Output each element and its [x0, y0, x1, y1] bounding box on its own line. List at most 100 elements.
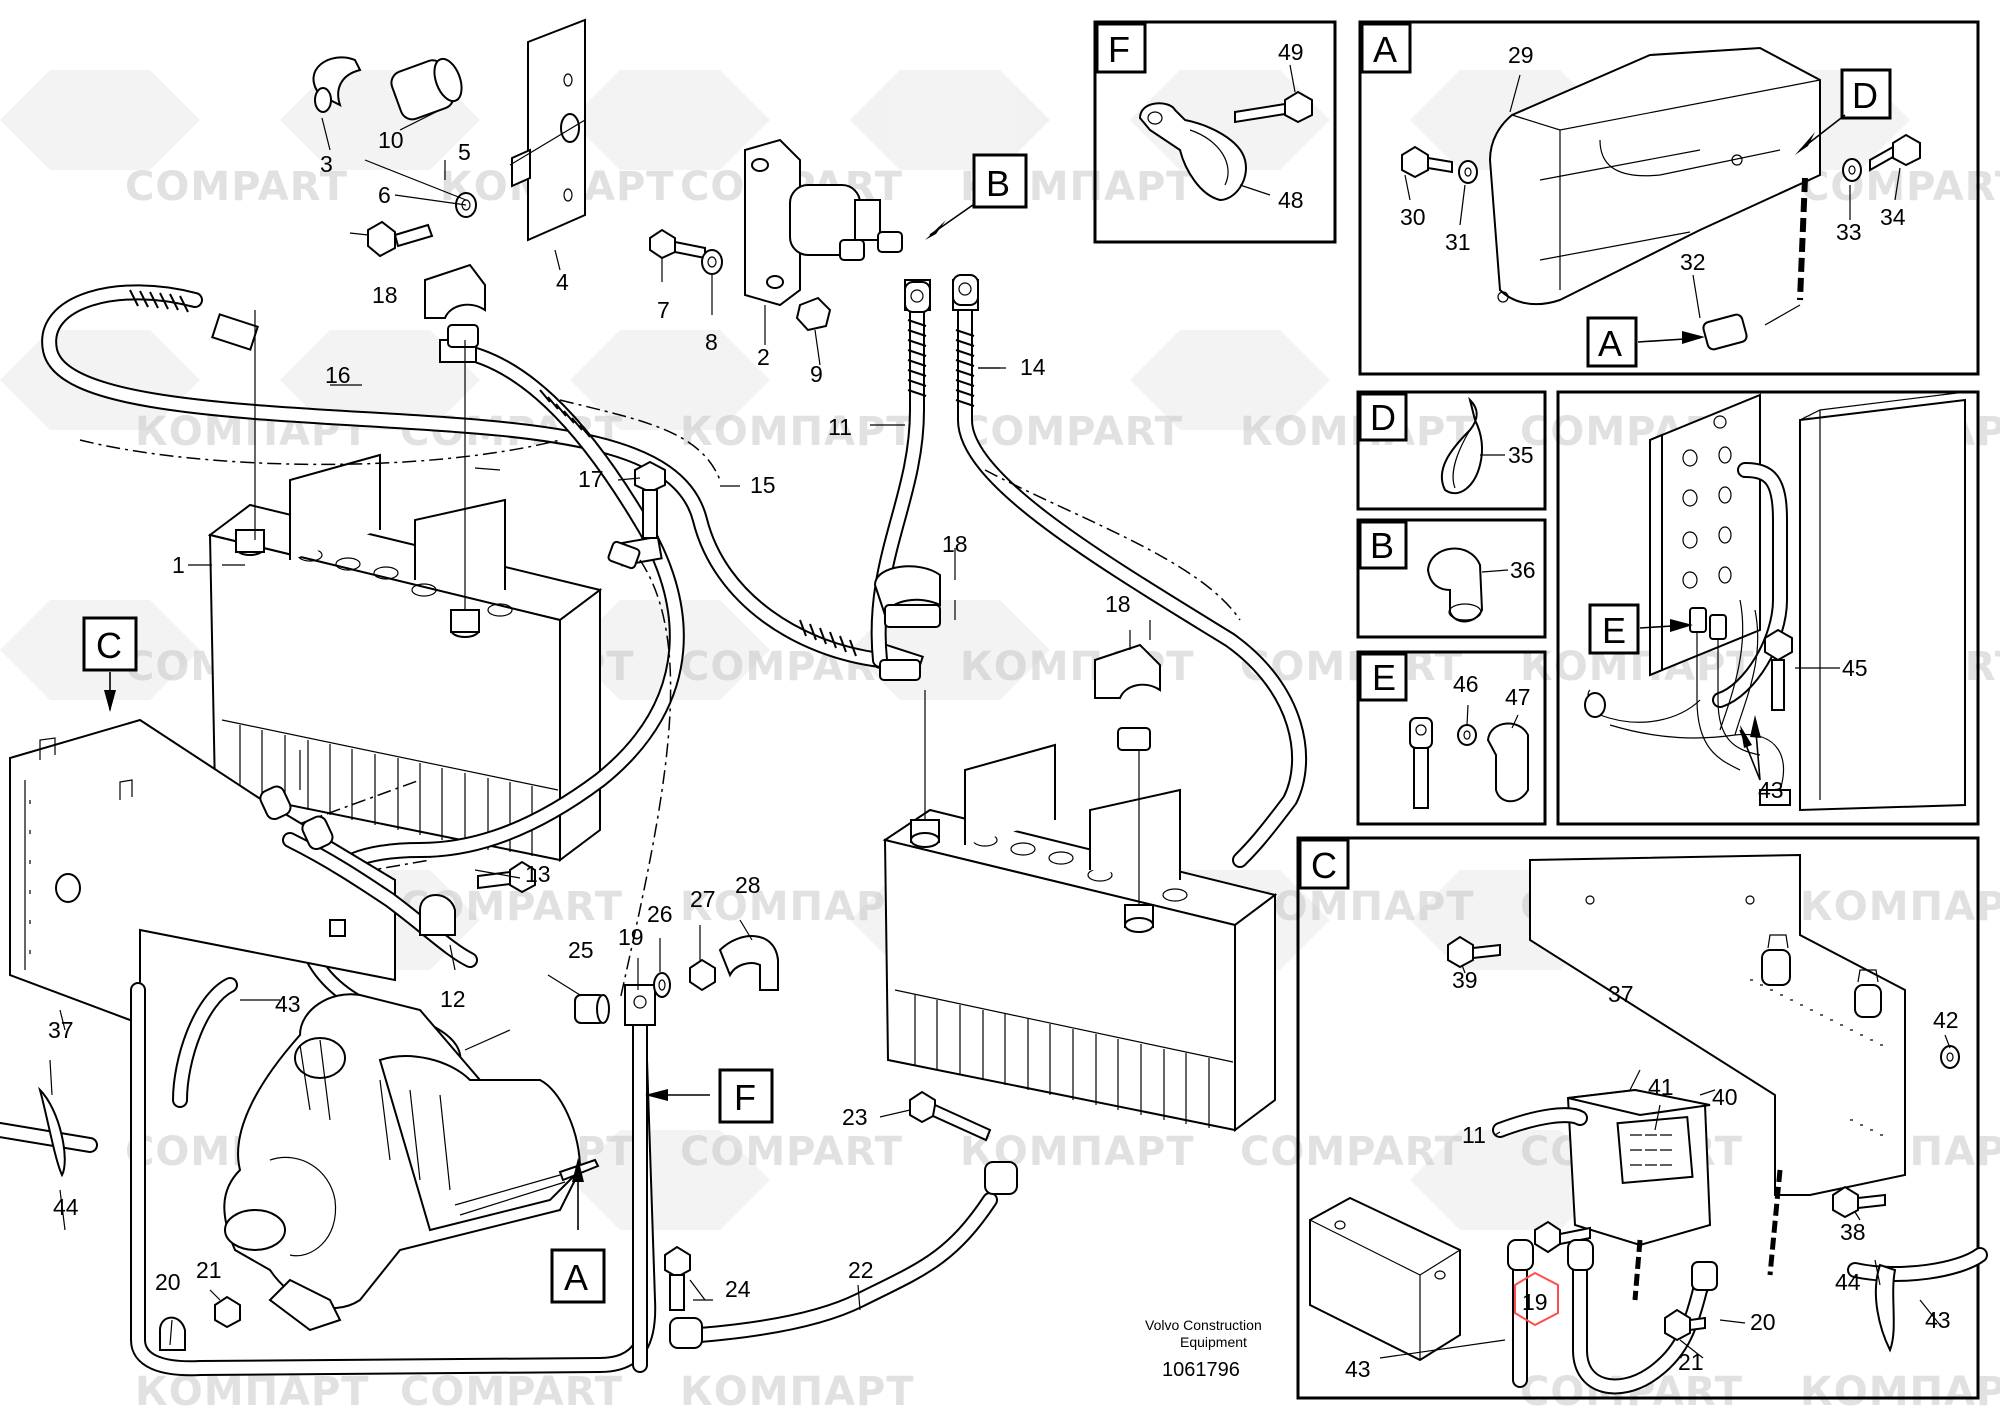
detail-panel-e-callout: E: [1602, 610, 1626, 651]
part-number-16: 16: [325, 362, 351, 388]
washer-8: [701, 249, 723, 275]
detail-e-label-box: [1358, 652, 1408, 702]
part-number-24: 24: [725, 1276, 751, 1302]
detail-c-part-40: 40: [1712, 1084, 1738, 1110]
routing-line: [559, 399, 721, 481]
terminal-clamp-18c: [1094, 643, 1161, 699]
bolt-21: [214, 1295, 241, 1329]
detail-panel-part-45: 45: [1842, 655, 1868, 681]
part-number-20: 20: [155, 1269, 181, 1295]
detail-c-label-box: [1298, 838, 1350, 890]
detail-c-part-44: 44: [1835, 1269, 1861, 1295]
bolt-23: [909, 1090, 992, 1142]
part-number-13: 13: [525, 861, 551, 887]
part-number-14: 14: [1020, 354, 1046, 380]
detail-a-d-callout: D: [1852, 75, 1878, 116]
detail-box-f: F 49 48: [1093, 20, 1337, 244]
terminal-clamp-18a: [424, 263, 486, 319]
detail-f-label-box: [1095, 22, 1147, 74]
bolt-7: [649, 228, 706, 260]
part-number-10: 10: [378, 127, 404, 153]
bracket-plate-4: [511, 18, 586, 242]
detail-f-frame: [1093, 20, 1337, 244]
detail-e-frame: [1356, 650, 1547, 826]
watermark-text: COMPART: [960, 409, 1183, 455]
detail-panel-e-callout-box: [1588, 603, 1640, 655]
detail-c-part-19: 19: [1522, 1289, 1548, 1315]
part-number-9: 9: [810, 361, 823, 387]
part-number-6: 6: [378, 182, 391, 208]
tag-box-c: [82, 616, 138, 672]
part-number-3: 3: [320, 151, 333, 177]
detail-e-label: E: [1372, 657, 1396, 698]
detail-box-relay-panel: E 45 43: [1556, 390, 1980, 826]
part-number-27: 27: [690, 886, 716, 912]
nut-9: [795, 296, 832, 332]
detail-a-d-callout-box: [1840, 68, 1892, 120]
detail-c-part-41: 41: [1648, 1074, 1674, 1100]
part-number-22: 22: [848, 1257, 874, 1283]
part-number-5: 5: [458, 139, 471, 165]
part-number-11: 11: [828, 414, 852, 440]
part-number-4: 4: [556, 269, 569, 295]
watermark-text: COMPART: [1240, 1129, 1463, 1175]
detail-a-label: A: [1373, 29, 1397, 70]
ground-cable-22: [669, 1161, 1018, 1349]
detail-e-part-46: 46: [1453, 671, 1479, 697]
detail-panel-frame: [1556, 390, 1980, 826]
part-number-2: 2: [757, 344, 770, 370]
starter-motor: [223, 993, 600, 1332]
watermark-text: КОМПАРТ: [1800, 1369, 2000, 1412]
watermark-text: КОМПАРТ: [680, 884, 915, 930]
detail-a-part-34: 34: [1880, 204, 1906, 230]
caption-drawing-number: 1061796: [1162, 1359, 1240, 1381]
part-number-15: 15: [750, 472, 776, 498]
part-number-28: 28: [735, 872, 761, 898]
bolt-24: [664, 1245, 691, 1311]
part-number-23: 23: [842, 1104, 868, 1130]
bolt-6: [367, 220, 434, 258]
detail-b-label: B: [1370, 525, 1394, 566]
detail-c-part-20: 20: [1750, 1309, 1776, 1335]
part-number-18-middle: 18: [942, 531, 968, 557]
detail-e-part-47: 47: [1505, 684, 1531, 710]
battery-right: [882, 743, 1278, 1132]
detail-c-part-38: 38: [1840, 1219, 1866, 1245]
detail-b-frame: [1356, 518, 1547, 639]
bolt-13: [477, 860, 536, 894]
part-number-18-top: 18: [372, 282, 398, 308]
lug-terminal-14: [952, 274, 979, 306]
detail-c-frame: [1296, 836, 1980, 1400]
detail-box-d: D 35: [1356, 390, 1547, 511]
main-exploded-view: B C F A 3 10 5 6 4 7 8 2 9 18 14 16 11 1…: [0, 18, 1308, 1381]
watermark-text: COMPART: [680, 1129, 903, 1175]
detail-d-frame: [1356, 390, 1547, 511]
part-number-19: 19: [618, 924, 644, 950]
detail-c-part-42: 42: [1933, 1007, 1959, 1033]
nut-27: [689, 958, 716, 992]
detail-box-a: A D A 29 30 31 32 33: [1358, 20, 1980, 376]
boot-10: [390, 57, 463, 121]
part-number-7: 7: [657, 297, 670, 323]
terminal-clamp-18b: [873, 565, 941, 628]
cable-43-branch-inner: [174, 979, 236, 1106]
watermark-text: COMPART: [125, 164, 348, 210]
tag-c-main: C: [96, 625, 122, 666]
detail-d-part-35: 35: [1508, 442, 1534, 468]
detail-b-label-box: [1358, 520, 1408, 570]
detail-c-part-39: 39: [1452, 967, 1478, 993]
part-number-25: 25: [568, 937, 594, 963]
detail-box-b: B 36: [1356, 518, 1547, 639]
detail-box-c: C: [1296, 836, 1988, 1400]
tag-f-main: F: [734, 1077, 756, 1118]
bracket-plate-37: [9, 718, 396, 1022]
routing-line: [984, 469, 1241, 621]
detail-a-a-callout-box: [1586, 316, 1638, 368]
cable-tie-44: [0, 1059, 98, 1178]
nut-25: [574, 994, 610, 1024]
detail-a-a-callout: A: [1598, 323, 1622, 364]
tag-box-b: [972, 153, 1028, 209]
detail-c-part-11: 11: [1462, 1122, 1486, 1148]
detail-f-part-48: 48: [1278, 187, 1304, 213]
detail-a-part-33: 33: [1836, 219, 1862, 245]
